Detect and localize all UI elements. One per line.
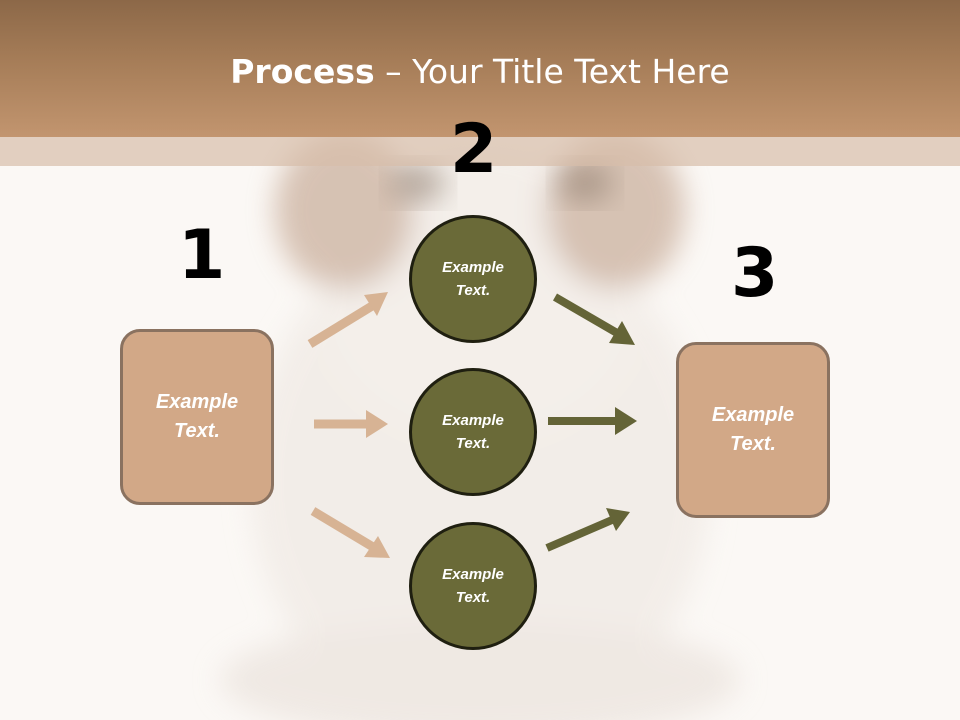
step-2-circle-bottom: Example Text.	[409, 522, 537, 650]
circle-middle-label: Example Text.	[442, 412, 504, 452]
header-band	[0, 0, 960, 137]
step-1-box-label: Example Text.	[155, 391, 239, 442]
step-1-box: Example Text.	[120, 329, 274, 505]
step-number-2: 2	[450, 110, 498, 189]
circle-bottom-label: Example Text.	[442, 566, 504, 606]
slide-title: Process – Your Title Text Here	[0, 52, 960, 91]
arrow-right-down	[552, 293, 635, 345]
title-rest: – Your Title Text Here	[374, 52, 730, 91]
step-2-circle-top: Example Text.	[409, 215, 537, 343]
arrow-left-down	[310, 507, 390, 558]
step-number-1: 1	[178, 216, 226, 295]
title-bold: Process	[230, 52, 375, 91]
arrow-left-up	[307, 292, 388, 348]
header-stripe	[0, 137, 960, 166]
step-number-3: 3	[731, 234, 779, 313]
arrow-right-up	[545, 508, 630, 552]
arrow-right-straight	[548, 407, 637, 435]
step-3-box-label: Example Text.	[711, 404, 795, 455]
step-3-box: Example Text.	[676, 342, 830, 518]
step-2-circle-middle: Example Text.	[409, 368, 537, 496]
arrow-left-straight	[314, 410, 388, 438]
circle-top-label: Example Text.	[442, 259, 504, 299]
